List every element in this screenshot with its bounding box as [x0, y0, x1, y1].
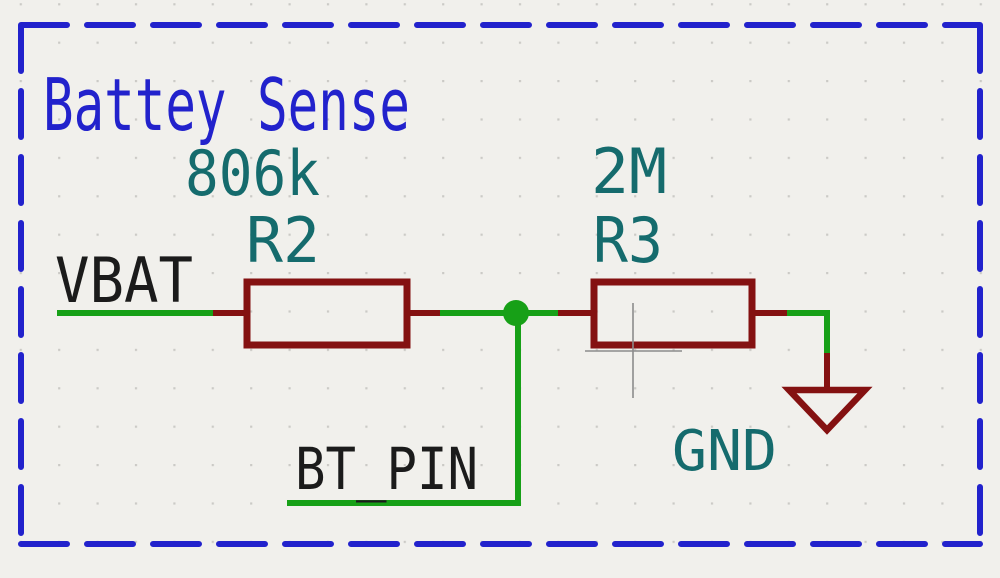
resistor-r2-reference-label[interactable]: R2 — [246, 204, 320, 277]
net-label-vbat[interactable]: VBAT — [55, 244, 193, 317]
resistor-r2-value-label[interactable]: 806k — [185, 137, 320, 210]
resistor-r3-value-label[interactable]: 2M — [591, 135, 667, 208]
sheet-boundary-dashed-box[interactable] — [18, 22, 983, 547]
resistor-r3-reference-label[interactable]: R3 — [593, 204, 663, 277]
resistor-r3-body[interactable] — [590, 278, 756, 349]
gnd-symbol-triangle-icon[interactable] — [781, 386, 873, 435]
wire-junction-dot[interactable] — [503, 300, 529, 326]
resistor-r2-body[interactable] — [243, 278, 411, 349]
section-title-text[interactable]: Battey Sense — [43, 63, 410, 147]
gnd-power-label[interactable]: GND — [672, 419, 777, 484]
net-label-bt-pin[interactable]: BT_PIN — [295, 435, 478, 503]
cursor-crosshair-icon — [585, 303, 682, 398]
symbols-layer — [213, 278, 873, 435]
wire-r3-to-gnd[interactable] — [787, 310, 830, 353]
wires-layer — [57, 310, 830, 506]
